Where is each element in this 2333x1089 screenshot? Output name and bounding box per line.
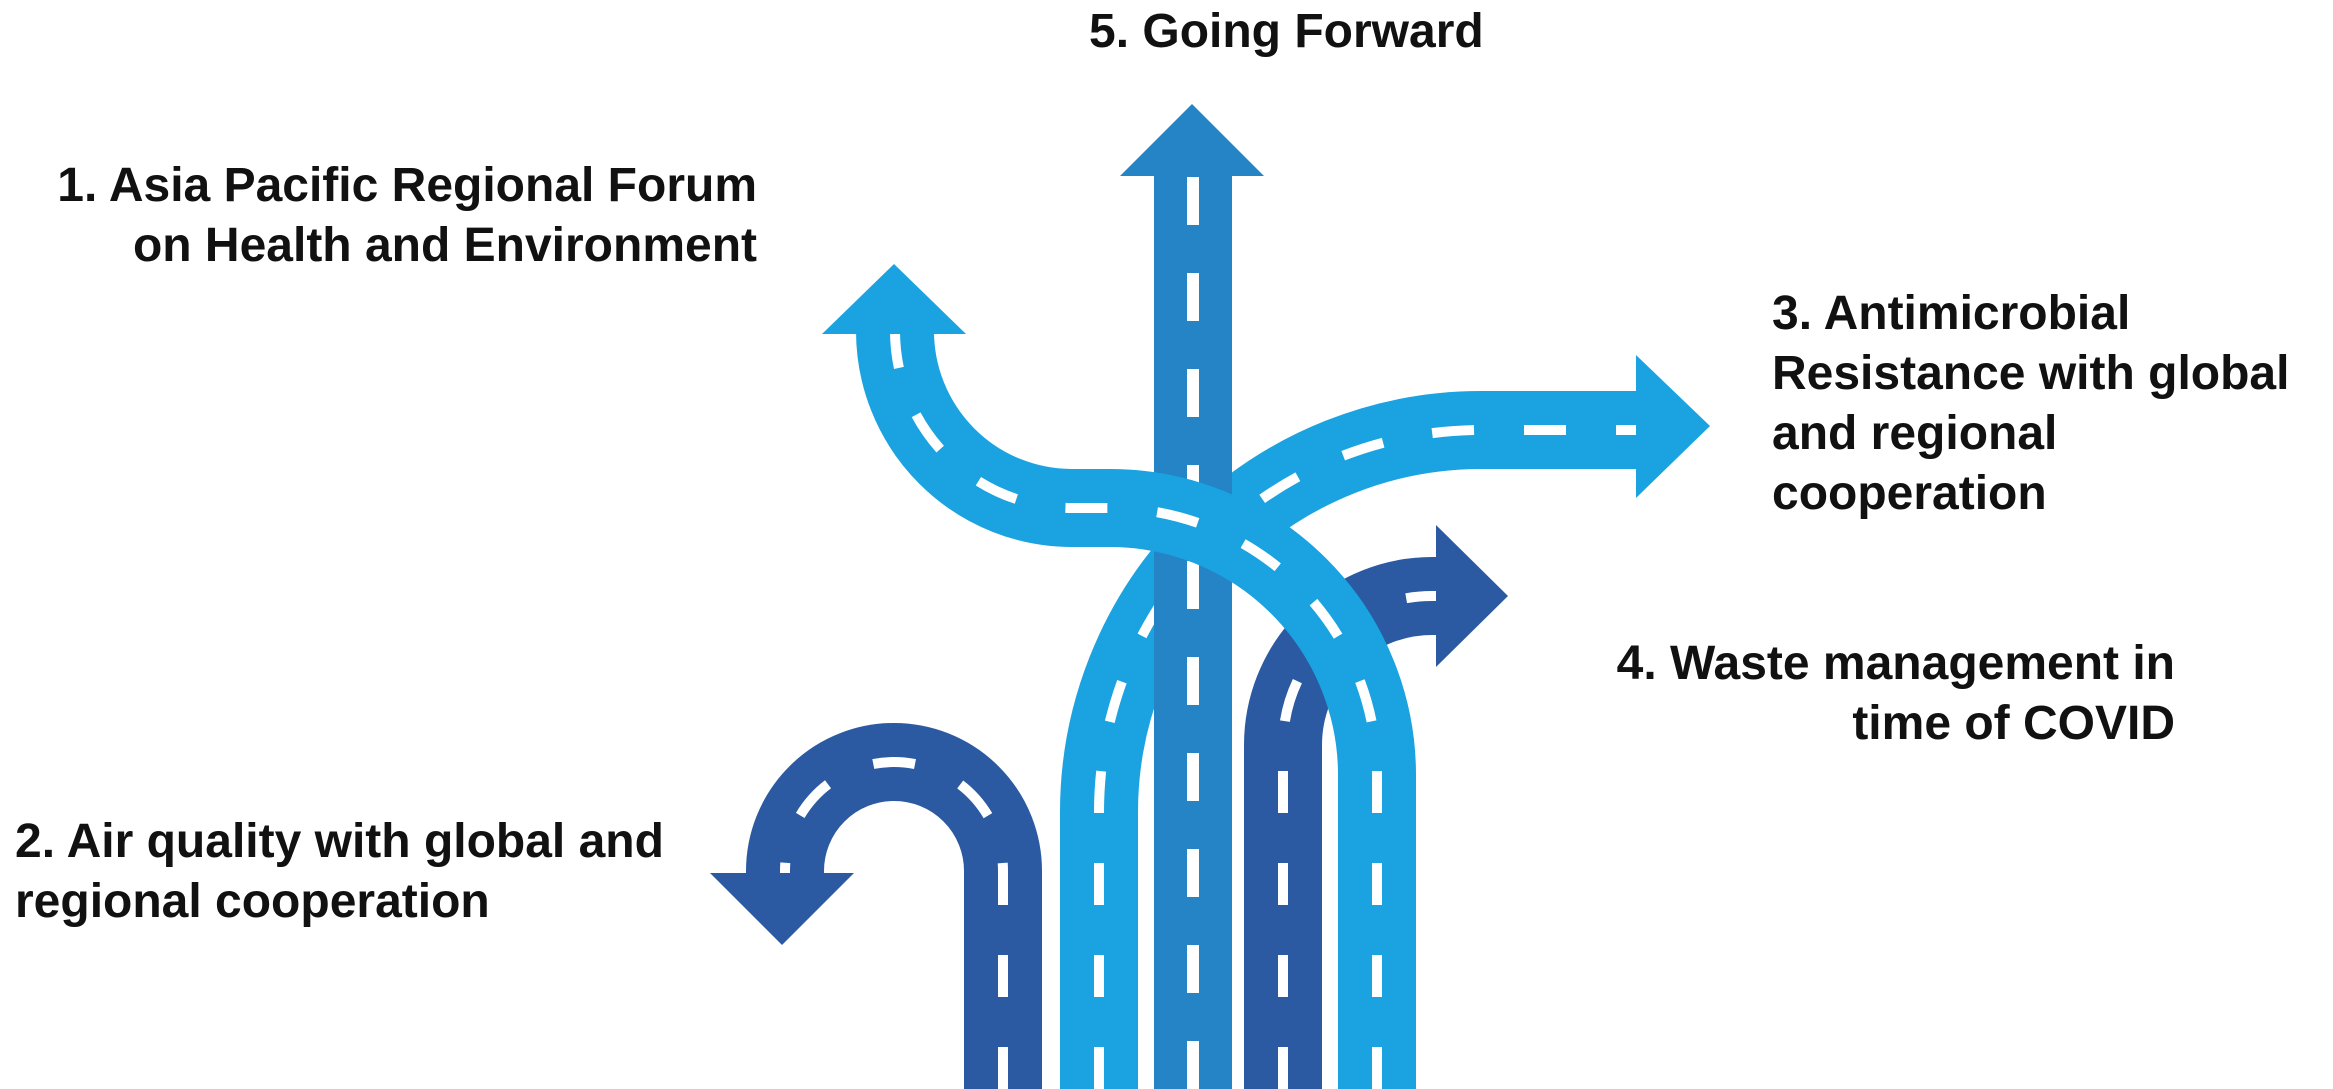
arrow-air-quality-head [710,873,854,945]
road-air-quality [710,723,1042,1089]
topic-label-air-quality: 2. Air quality with global and regional … [15,812,664,932]
arrow-going-forward-head [1120,104,1264,176]
topic-label-going-forward: 5. Going Forward [1089,2,1484,62]
topic-label-line: 2. Air quality with global and [15,815,664,868]
road-going-forward [1120,104,1264,1089]
topic-label-line: 5. Going Forward [1089,5,1484,58]
topic-label-line: 3. Antimicrobial [1772,287,2131,340]
topic-label-line: regional cooperation [15,875,490,928]
road-asia-pacific-forum-lane [890,330,1382,1089]
topic-label-waste-management: 4. Waste management in time of COVID [1617,634,2175,754]
topic-label-asia-pacific-forum: 1. Asia Pacific Regional Forum on Health… [57,156,757,276]
topic-label-line: time of COVID [1852,697,2175,750]
topic-label-antimicrobial: 3. Antimicrobial Resistance with global … [1772,284,2289,524]
topic-label-line: cooperation [1772,467,2047,520]
topic-label-line: 1. Asia Pacific Regional Forum [57,159,757,212]
road-air-quality-lane [780,757,1008,1089]
topic-label-line: on Health and Environment [132,219,757,272]
topic-label-line: 4. Waste management in [1616,637,2175,690]
arrow-antimicrobial-head [1636,355,1710,498]
road-asia-pacific-forum [822,264,1416,1089]
topic-label-line: Resistance with global [1772,347,2290,400]
road-going-forward-body [1154,174,1232,1089]
arrow-asia-pacific-forum-head [822,264,966,334]
topic-label-line: and regional [1772,407,2058,460]
road-air-quality-body [746,723,1042,1089]
arrow-waste-management-head [1436,525,1508,667]
